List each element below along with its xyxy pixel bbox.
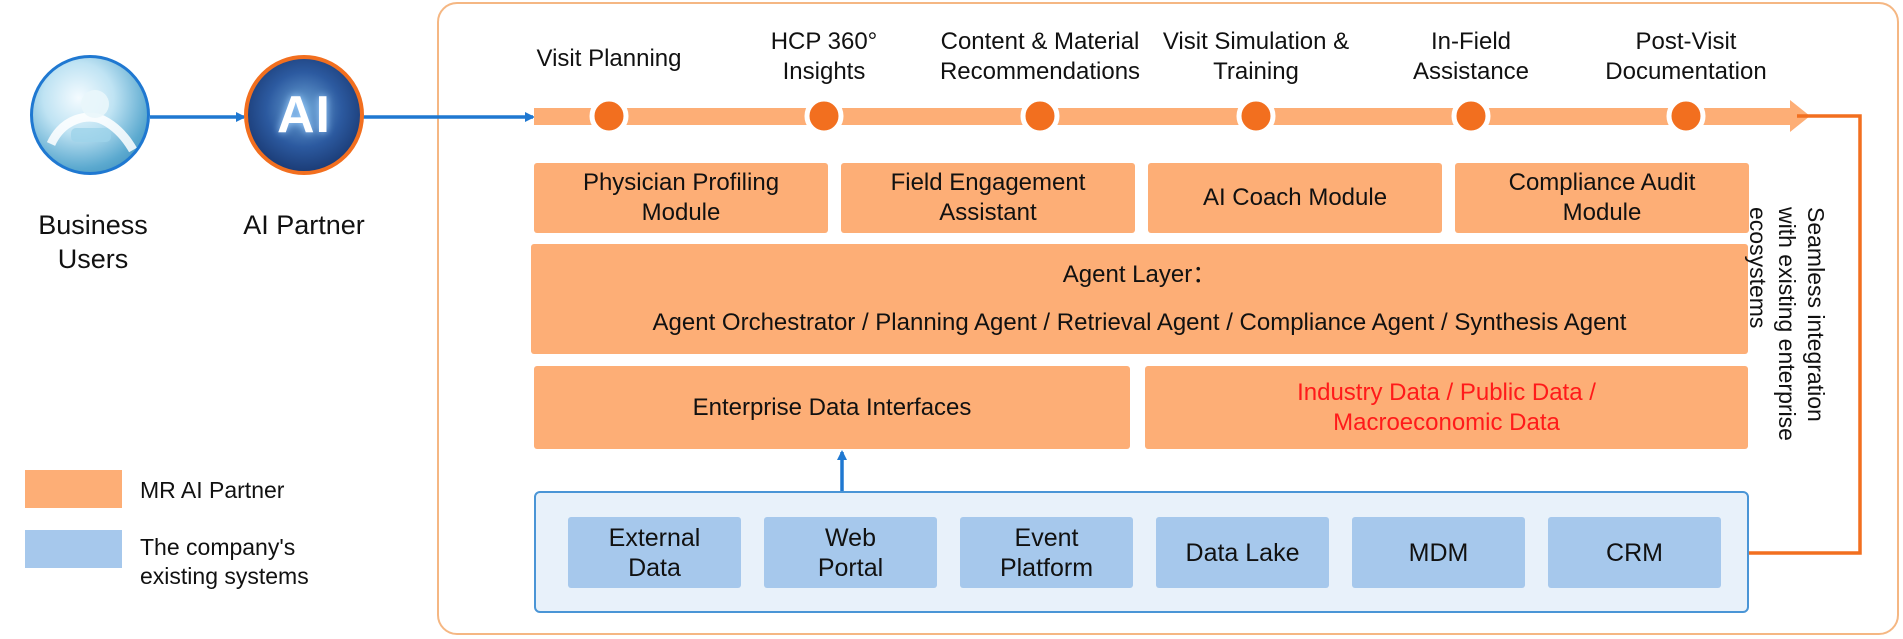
stage-dot-6 xyxy=(1666,96,1706,136)
module-ai-coach: AI Coach Module xyxy=(1148,163,1442,233)
legend-swatch-mr-ai-partner xyxy=(25,470,122,508)
agent-layer: Agent Layer： Agent Orchestrator / Planni… xyxy=(531,244,1748,354)
system-web-portal: Web Portal xyxy=(764,517,937,588)
system-data-lake: Data Lake xyxy=(1156,517,1329,588)
stage-label-in-field-assistance: In-Field Assistance xyxy=(1412,28,1530,85)
legend-label-existing-systems: The company's existing systems xyxy=(140,534,309,589)
legend-label-mr-ai-partner: MR AI Partner xyxy=(140,477,285,503)
system-crm: CRM xyxy=(1548,517,1721,588)
mr-ai-partner-frame xyxy=(437,2,1899,635)
stage-dot-2 xyxy=(804,96,844,136)
business-users-photo-icon xyxy=(46,90,137,153)
agent-layer-agents: Agent Orchestrator / Planning Agent / Re… xyxy=(652,309,1627,336)
business-users-avatar xyxy=(30,55,150,175)
agent-layer-title: Agent Layer： xyxy=(1062,261,1217,288)
stage-dot-5 xyxy=(1451,96,1491,136)
stage-label-hcp-360: HCP 360° Insights xyxy=(770,28,878,85)
pipeline-bar xyxy=(534,100,1810,132)
stage-label-visit-planning: Visit Planning xyxy=(536,45,682,72)
stage-label-visit-simulation: Visit Simulation & Training xyxy=(1162,28,1350,85)
stage-dot-1 xyxy=(589,96,629,136)
module-compliance-audit: Compliance Audit Module xyxy=(1455,163,1749,233)
integration-loop-arrow xyxy=(1724,114,1862,560)
business-users-label: Business Users xyxy=(38,210,148,274)
module-field-engagement: Field Engagement Assistant xyxy=(841,163,1135,233)
legend-swatch-existing-systems xyxy=(25,530,122,568)
system-mdm: MDM xyxy=(1352,517,1525,588)
enterprise-data-interfaces: Enterprise Data Interfaces xyxy=(534,366,1130,449)
module-physician-profiling: Physician Profiling Module xyxy=(534,163,828,233)
stage-dot-4 xyxy=(1236,96,1276,136)
pipeline-stage-dots xyxy=(589,96,1706,136)
system-external-data: External Data xyxy=(568,517,741,588)
ai-partner-label: AI Partner xyxy=(243,210,365,240)
ai-partner-avatar: AI xyxy=(244,55,364,175)
ai-badge-icon: AI xyxy=(277,86,331,144)
integration-note: Seamless integration with existing enter… xyxy=(1745,207,1829,441)
stage-label-post-visit-documentation: Post-Visit Documentation xyxy=(1605,28,1767,85)
stage-label-content-recommendations: Content & Material Recommendations xyxy=(939,28,1141,85)
system-event-platform: Event Platform xyxy=(960,517,1133,588)
industry-public-macro-data: Industry Data / Public Data / Macroecono… xyxy=(1145,366,1748,449)
stage-dot-3 xyxy=(1020,96,1060,136)
